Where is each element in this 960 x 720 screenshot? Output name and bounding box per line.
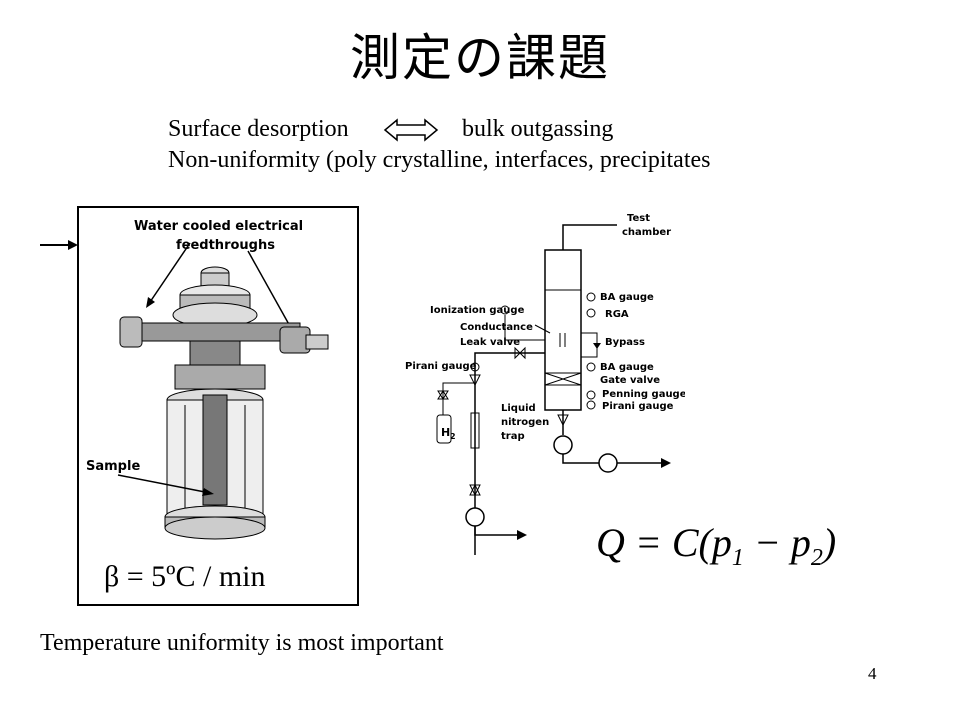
sample-chamber-drawing: Water cooled electrical feedthroughs Sam…: [40, 206, 359, 606]
rga-label: RGA: [605, 309, 629, 320]
test-chamber-label-1: Test: [627, 213, 650, 224]
penning-gauge-label: Penning gauge: [602, 389, 685, 400]
bulk-outgassing-text: bulk outgassing: [462, 116, 614, 142]
throughput-formula: Q = C(p1 − p2): [596, 519, 836, 572]
surface-vs-bulk-line: Surface desorption bulk outgassing: [168, 116, 613, 143]
double-arrow-icon: [383, 118, 439, 142]
ionization-gauge-label: Ionization gauge: [430, 305, 525, 316]
formula-q-main: Q = C(p: [596, 520, 732, 565]
heating-rate-formula: β = 5ºC / min: [104, 560, 266, 593]
formula-q-sub1: 1: [731, 545, 744, 571]
test-chamber-label-2: chamber: [622, 227, 671, 238]
sample-label: Sample: [86, 459, 140, 474]
pirani-gauge-right-label: Pirani gauge: [602, 401, 674, 412]
leak-valve-label: Leak valve: [460, 337, 520, 348]
page-number: 4: [868, 664, 877, 683]
bypass-label: Bypass: [605, 337, 645, 348]
formula-q-sub2: 2: [810, 545, 823, 571]
gate-valve-label: Gate valve: [600, 375, 660, 386]
ba-gauge-mid-label: BA gauge: [600, 362, 654, 373]
liquid-nitrogen-label-3: trap: [501, 431, 525, 442]
slide-title: 測定の課題: [350, 29, 610, 87]
pirani-gauge-left-label: Pirani gauge: [405, 361, 477, 372]
surface-desorption-text: Surface desorption: [168, 116, 349, 142]
formula-q-mid: − p: [743, 520, 811, 565]
formula-q-end: ): [822, 520, 837, 565]
temperature-uniformity-text: Temperature uniformity is most important: [40, 630, 444, 656]
liquid-nitrogen-label-1: Liquid: [501, 403, 536, 414]
h2-label: H: [441, 426, 450, 439]
vacuum-system-schematic: Test chamber Ionization gauge Conductanc…: [405, 213, 685, 555]
feedthroughs-label-2: feedthroughs: [176, 238, 275, 253]
liquid-nitrogen-label-2: nitrogen: [501, 417, 549, 428]
non-uniformity-text: Non-uniformity (poly crystalline, interf…: [168, 147, 711, 173]
h2-subscript: 2: [450, 432, 456, 441]
conductance-label: Conductance: [460, 322, 533, 333]
ba-gauge-top-label: BA gauge: [600, 292, 654, 303]
feedthroughs-label-1: Water cooled electrical: [134, 219, 303, 234]
